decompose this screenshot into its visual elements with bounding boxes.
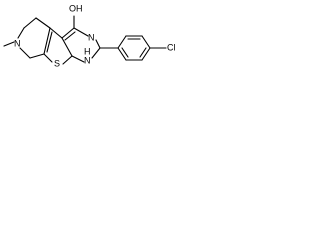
benzene-bond-3 (141, 35, 151, 49)
benzene-bond-6 (117, 47, 127, 61)
chlorine-label: Cl (167, 42, 176, 52)
bond-ch-nh (91, 47, 101, 59)
amine-nitrogen-label: N (84, 55, 91, 65)
sulfur-label: S (54, 58, 60, 68)
bond-c-s (43, 53, 53, 63)
bond-c-coh-double (64, 31, 76, 41)
bond-c-coh (61, 27, 75, 39)
bond-n-ch (95, 39, 101, 49)
methyl-bond (3, 41, 15, 47)
bond-thiophene-top (49, 27, 63, 39)
bond-thiophene-right (61, 37, 73, 57)
bond-ch2-ch2-top (23, 17, 37, 29)
ring-nitrogen-label: N (88, 32, 95, 42)
bond-ch2-c-top (35, 17, 51, 29)
chemical-structure: OH N N S H N Cl (3, 3, 176, 68)
benzene-double-3 (121, 47, 129, 58)
benzene-bond-4 (141, 47, 151, 61)
amine-hydrogen-label: H (84, 46, 91, 56)
bonds (3, 15, 167, 65)
benzene-double-2 (139, 47, 147, 58)
bond-thiophene-left (43, 27, 51, 55)
bond-n-ch2-lower (19, 47, 31, 59)
bond-thiophene-left-double (46, 31, 53, 53)
bond-nh-c (71, 55, 85, 63)
atom-labels: OH N N S H N Cl (14, 3, 176, 68)
benzene-bond-1 (117, 35, 127, 49)
bond-ch2-c-lower (29, 53, 45, 59)
bond-s-c (62, 55, 73, 65)
bond-n-ch2-upper (17, 27, 25, 39)
bond-coh-n (73, 27, 89, 37)
hydroxyl-label: OH (69, 3, 83, 13)
methyl-nitrogen-label: N (14, 38, 21, 48)
